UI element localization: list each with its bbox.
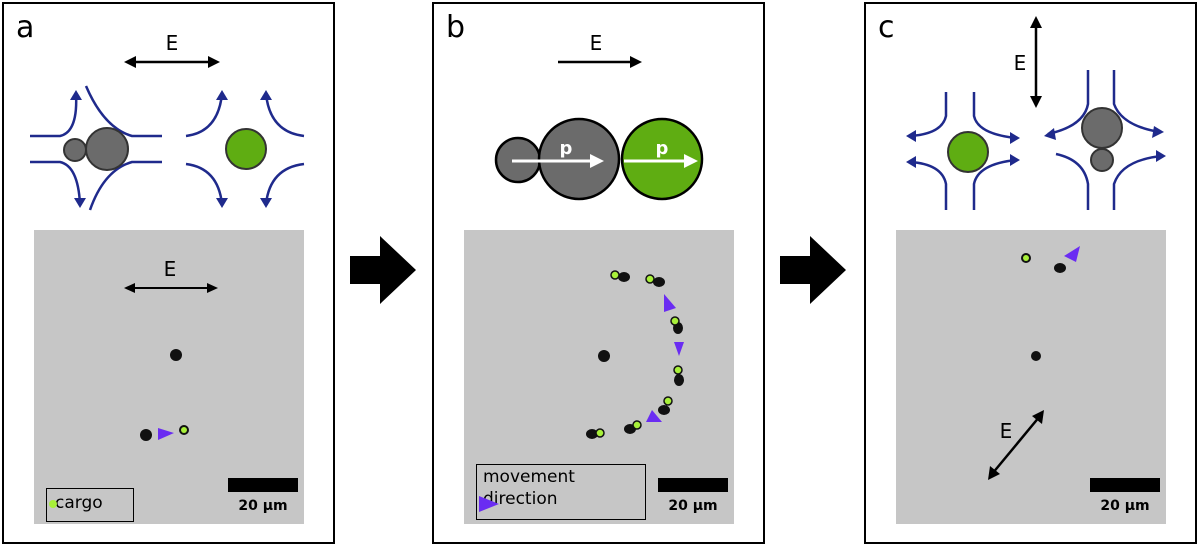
scale-label: 20 μm: [1100, 498, 1150, 514]
movement-arrowhead-icon: [646, 410, 662, 422]
scale-label: 20 μm: [238, 498, 288, 514]
double-arrow-icon: [1030, 16, 1042, 108]
panel-label: b: [446, 10, 466, 45]
flow-lines-left: [30, 85, 162, 211]
panel-b: b E p p: [432, 2, 765, 544]
legend-cargo: cargo: [46, 488, 134, 522]
photo-field-label: E: [164, 257, 177, 281]
flow-lines-left: [906, 92, 1020, 210]
scale-bar-line: [1090, 478, 1160, 492]
large-particle: [1081, 107, 1123, 149]
transition-arrow-icon: [350, 236, 416, 304]
large-particle: [537, 117, 621, 201]
legend-label: cargo: [55, 493, 103, 513]
field-label: E: [166, 31, 179, 55]
scale-label: 20 μm: [668, 498, 718, 514]
field-label: E: [590, 31, 603, 55]
dipole-label: p: [560, 138, 573, 159]
panel-label: c: [878, 10, 895, 45]
cargo-dot-core: [181, 427, 187, 433]
arrow-right-icon: [558, 56, 642, 68]
panel-a: a E: [2, 2, 335, 544]
micrograph-a: E cargo 20 μm: [34, 230, 304, 524]
transition-arrow-icon: [780, 236, 846, 304]
small-particle: [1090, 148, 1114, 172]
flow-lines-right: [185, 90, 305, 208]
cargo-particle: [620, 117, 704, 201]
double-arrow-icon: [988, 410, 1044, 480]
field-label: E: [1014, 51, 1027, 75]
legend-movement: movement direction: [476, 464, 646, 520]
particle: [140, 429, 152, 441]
movement-arrowhead-icon: [664, 294, 676, 312]
dipole-label: p: [656, 138, 669, 159]
scale-bar: 20 μm: [1090, 478, 1160, 520]
micrograph-b: movement direction 20 μm: [464, 230, 734, 524]
particle: [170, 349, 182, 361]
particle: [598, 350, 610, 362]
photo-field-label: E: [1000, 419, 1013, 443]
scale-bar: 20 μm: [658, 478, 728, 520]
movement-arrowhead-icon: [479, 496, 499, 512]
doublet-trajectory: [586, 270, 684, 439]
flow-lines-right: [1044, 70, 1166, 210]
double-arrow-icon: [124, 283, 218, 293]
cargo-dot-icon: [49, 500, 57, 508]
cargo-particle: [947, 131, 989, 173]
schematic-b: E p p: [494, 31, 704, 201]
panel-c: c E: [864, 2, 1197, 544]
scale-bar: 20 μm: [228, 478, 298, 520]
particle: [1031, 351, 1041, 361]
small-particle: [63, 138, 87, 162]
micrograph-c: E 20 μm: [896, 230, 1166, 524]
dipole-arrow: [624, 154, 698, 168]
dipole-arrow: [512, 154, 604, 168]
double-arrow-icon: [124, 56, 220, 68]
cargo-particle: [225, 128, 267, 170]
schematic-c: E: [906, 16, 1166, 210]
movement-arrowhead-icon: [158, 428, 174, 440]
scale-bar-line: [658, 478, 728, 492]
large-particle: [85, 127, 129, 171]
panel-label: a: [16, 10, 35, 45]
particle: [1054, 263, 1066, 273]
movement-arrowhead-icon: [1064, 246, 1080, 262]
movement-arrowhead-icon: [674, 342, 684, 356]
scale-bar-line: [228, 478, 298, 492]
schematic-a: E: [30, 31, 305, 211]
cargo-dot-core: [1023, 255, 1029, 261]
legend-label: movement direction: [483, 467, 575, 509]
